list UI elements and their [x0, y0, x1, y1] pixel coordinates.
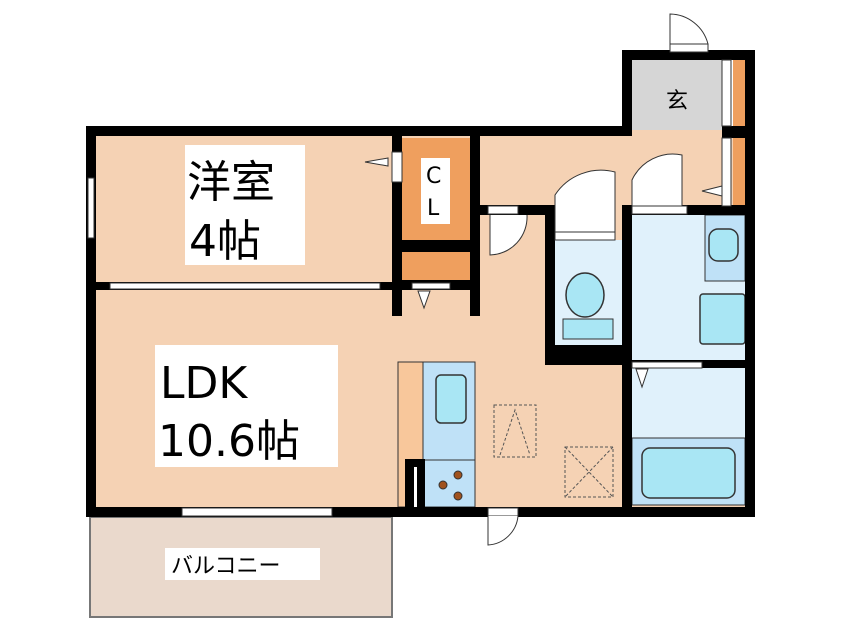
ldk-size: 10.6帖	[158, 416, 300, 467]
stove-burner	[453, 491, 463, 501]
doors	[87, 13, 732, 546]
closet-label-bg	[421, 158, 450, 224]
entrance-floor	[630, 60, 722, 130]
appliance-mark	[564, 446, 614, 498]
washbasin	[708, 228, 739, 262]
washing-machine	[699, 293, 746, 345]
western-room-size: 4帖	[189, 216, 261, 267]
fridge-mark	[499, 408, 531, 456]
kitchen-wall-stub-inner	[414, 467, 417, 507]
entrance-name: 玄	[666, 89, 688, 114]
entrance-shoebox	[733, 60, 747, 128]
stove-burner	[438, 480, 448, 490]
toilet-tank	[562, 318, 614, 340]
toilet-bowl	[565, 272, 605, 318]
closet-lower	[402, 252, 470, 280]
ldk-name: LDK	[160, 358, 248, 409]
kitchen-sink	[435, 374, 467, 424]
appliance-space	[564, 446, 614, 498]
bathtub	[641, 447, 736, 499]
hall-storage	[733, 138, 747, 208]
western-room-label-bg	[185, 145, 305, 265]
fridge-space	[493, 404, 537, 458]
balcony-label-bg	[165, 548, 320, 580]
closet-letter-l: L	[427, 196, 440, 221]
ldk-label-bg	[155, 345, 338, 467]
closet-letter-c: C	[426, 164, 441, 189]
balcony-name: バルコニー	[171, 554, 281, 579]
western-room-name: 洋室	[187, 157, 275, 208]
stove-burner	[453, 470, 463, 480]
